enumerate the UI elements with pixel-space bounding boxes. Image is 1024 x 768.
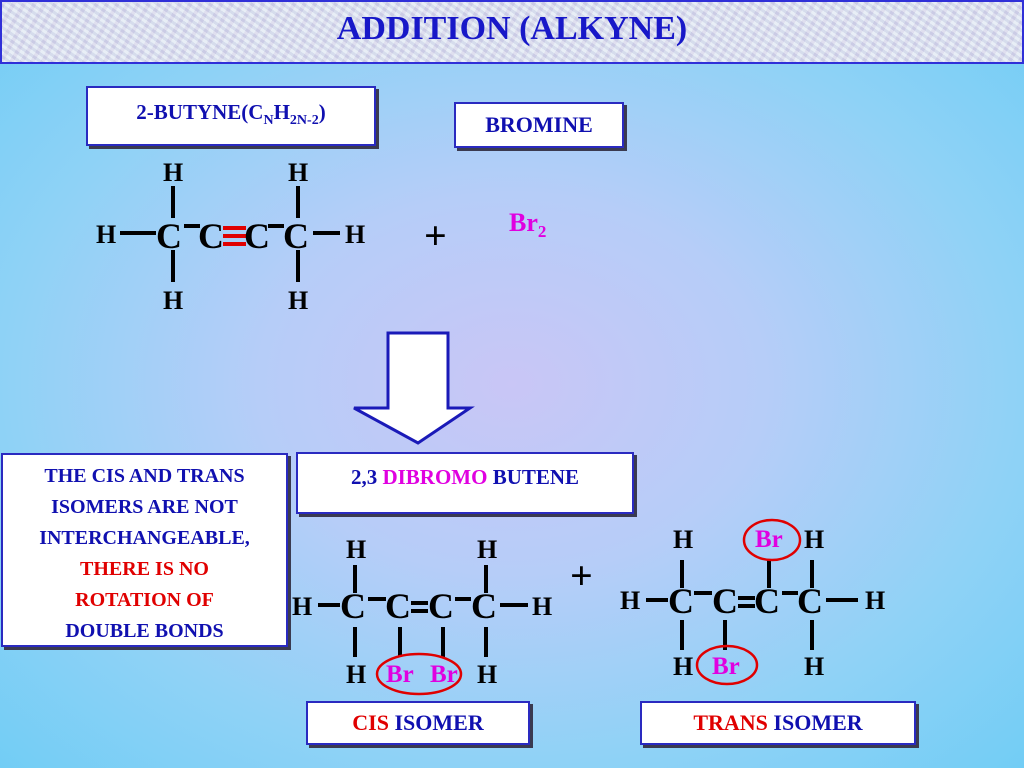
- atom-h: H: [673, 652, 694, 681]
- bromine-label-box: BROMINE: [454, 102, 624, 148]
- atom-h: H: [288, 158, 309, 187]
- atom-c: C: [385, 586, 411, 626]
- trans-label-rest: ISOMER: [767, 710, 863, 735]
- atom-br: Br: [755, 526, 783, 553]
- cis-isomer-label-box: CIS ISOMER: [306, 701, 530, 745]
- cis-label-rest: ISOMER: [388, 710, 484, 735]
- br2-subscript: 2: [537, 222, 547, 242]
- atom-br: Br: [430, 661, 458, 688]
- atom-c: C: [198, 216, 224, 256]
- butyne-sub-n: N: [263, 113, 274, 129]
- atom-h: H: [477, 535, 498, 564]
- reactant-plus: +: [424, 213, 447, 258]
- atom-h: H: [477, 660, 498, 689]
- br2-formula: Br2: [509, 208, 547, 242]
- product-label-highlight: DIBROMO: [382, 465, 488, 489]
- highlight-ellipse: [695, 644, 759, 686]
- atom-c: C: [471, 586, 497, 626]
- product-plus: +: [570, 553, 593, 598]
- page-title: ADDITION (ALKYNE): [336, 10, 688, 47]
- atom-br: Br: [712, 653, 740, 680]
- atom-c: C: [668, 581, 694, 621]
- br2-symbol: Br: [509, 208, 538, 237]
- highlight-ellipse: [742, 518, 802, 562]
- butyne-label-main: 2-BUTYNE(C: [136, 100, 264, 124]
- cis-label-highlight: CIS: [352, 710, 389, 735]
- title-bar: ADDITION (ALKYNE): [0, 0, 1024, 64]
- note-line: ISOMERS ARE NOT: [51, 496, 238, 518]
- note-warning: THERE IS NO: [80, 558, 209, 580]
- bromine-label: BROMINE: [485, 112, 593, 137]
- atom-c: C: [340, 586, 366, 626]
- product-label-box: 2,3 DIBROMO BUTENE: [296, 452, 634, 514]
- atom-c: C: [283, 216, 309, 256]
- atom-h: H: [804, 652, 825, 681]
- note-line: DOUBLE BONDS: [65, 620, 224, 642]
- atom-h: H: [673, 525, 694, 554]
- atom-h: H: [804, 525, 825, 554]
- atom-c: C: [712, 581, 738, 621]
- product-label-prefix: 2,3: [350, 465, 383, 489]
- note-box: THE CIS AND TRANS ISOMERS ARE NOT INTERC…: [1, 453, 288, 647]
- trans-label-highlight: TRANS: [693, 710, 768, 735]
- product-label-suffix: BUTENE: [487, 465, 580, 489]
- atom-h: H: [345, 220, 366, 249]
- down-arrow-icon: [353, 331, 475, 445]
- butyne-label-box: 2-BUTYNE(CNH2N-2): [86, 86, 376, 146]
- note-warning: ROTATION OF: [75, 589, 214, 611]
- atom-h: H: [346, 660, 367, 689]
- atom-h: H: [532, 592, 553, 621]
- atom-c: C: [156, 216, 182, 256]
- note-line: INTERCHANGEABLE,: [39, 527, 250, 549]
- butyne-h: H: [273, 100, 290, 124]
- atom-h: H: [620, 586, 641, 615]
- atom-h: H: [96, 220, 117, 249]
- note-line: THE CIS AND TRANS: [44, 465, 245, 487]
- highlight-ellipse: [375, 652, 463, 696]
- atom-br: Br: [386, 661, 414, 688]
- atom-h: H: [865, 586, 886, 615]
- butyne-close: ): [318, 100, 326, 124]
- atom-c: C: [797, 581, 823, 621]
- atom-c: C: [754, 581, 780, 621]
- atom-h: H: [288, 286, 309, 315]
- butyne-sub-2n: 2N-2: [289, 113, 319, 129]
- atom-h: H: [163, 158, 184, 187]
- atom-c: C: [428, 586, 454, 626]
- trans-isomer-label-box: TRANS ISOMER: [640, 701, 916, 745]
- atom-h: H: [292, 592, 313, 621]
- atom-c: C: [244, 216, 270, 256]
- atom-h: H: [346, 535, 367, 564]
- atom-h: H: [163, 286, 184, 315]
